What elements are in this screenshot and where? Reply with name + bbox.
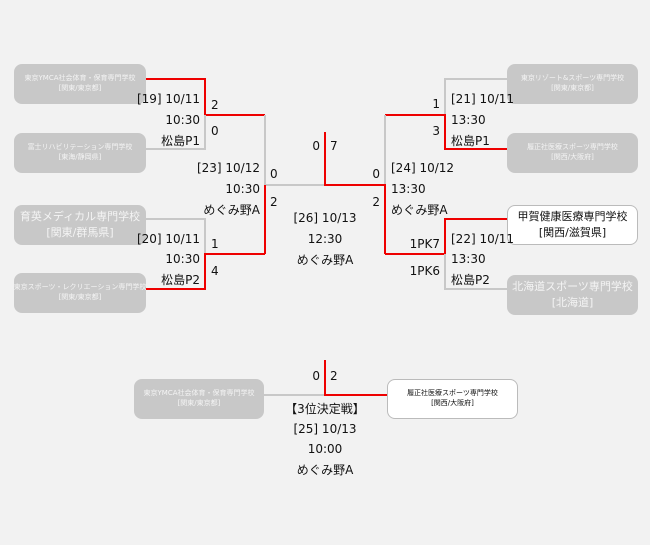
line-m20-winner [146,253,265,290]
m26-score-left: 0 [312,139,320,153]
m23-score-bottom: 2 [270,195,278,209]
team-box-third-risei[interactable]: 履正社医療スポーツ専門学校 [関西/大阪府] [387,379,518,419]
line-m20-loser [146,218,206,254]
line-m21-winner [385,114,507,150]
m22-score-top: 1PK7 [409,237,440,251]
m19-label: [19] 10/11 [136,92,200,106]
team-box-tokyo-resort[interactable]: 東京リゾート&スポーツ専門学校 [関東/東京都] [507,64,638,104]
m20-time: 10:30 [165,252,200,266]
m19-time: 10:30 [165,113,200,127]
team-box-hokkaido-sports[interactable]: 北海道スポーツ専門学校 [北海道] [507,275,638,315]
m22-venue: 松島P2 [451,273,490,287]
team-region: [北海道] [551,295,594,309]
m25-time: 10:00 [307,442,343,456]
m21-label: [21] 10/11 [451,92,515,106]
line-m24-winner [324,132,386,254]
team-region: [関東/東京都] [551,83,594,92]
m23-label: [23] 10/12 [196,161,260,175]
team-box-tokyo-sports-rec[interactable]: 東京スポーツ・レクリエーション専門学校 [関東/東京都] [14,273,146,313]
team-region: [関東/群馬県] [46,225,114,239]
team-name: 履正社医療スポーツ専門学校 [407,389,498,398]
m25-score-left: 0 [312,369,320,383]
m23-time: 10:30 [225,182,260,196]
team-region: [関東/東京都] [58,83,102,92]
m26-label: [26] 10/13 [293,211,357,225]
team-region: [関西/大阪府] [431,398,474,407]
m19-score-bottom: 0 [211,124,219,138]
m24-score-bottom: 2 [372,195,380,209]
line-m25-winner [324,360,387,396]
m24-score-top: 0 [372,167,380,181]
team-box-third-tokyo-ymca[interactable]: 東京YMCA社会体育・保育専門学校 [関東/東京都] [134,379,264,419]
m24-venue: めぐみ野A [391,203,448,217]
m25-score-right: 2 [330,369,338,383]
line-m19-loser [146,115,206,150]
m21-score-bottom: 3 [432,124,440,138]
team-name: 東京リゾート&スポーツ専門学校 [520,74,625,83]
m21-time: 13:30 [451,113,486,127]
team-name: 北海道スポーツ専門学校 [512,279,633,293]
m21-venue: 松島P1 [451,134,490,148]
m26-score-right: 7 [330,139,338,153]
m20-score-bottom: 4 [211,264,219,278]
team-box-ikuei-medical[interactable]: 育英メディカル専門学校 [関東/群馬県] [14,205,146,245]
team-box-koka-kenko[interactable]: 甲賀健康医療専門学校 [関西/滋賀県] [507,205,638,245]
team-region: [東海/静岡県] [58,152,102,161]
team-name: 富士リハビリテーション専門学校 [27,143,133,152]
team-name: 育英メディカル専門学校 [19,209,141,223]
m25-venue: めぐみ野A [296,463,354,477]
m22-score-bottom: 1PK6 [409,264,440,278]
m26-time: 12:30 [307,232,343,246]
team-region: [関東/東京都] [58,292,102,301]
team-name: 甲賀健康医療専門学校 [517,209,628,223]
m22-label: [22] 10/11 [451,232,515,246]
m25-label: [25] 10/13 [293,422,357,436]
m24-time: 13:30 [391,182,426,196]
team-box-tokyo-ymca[interactable]: 東京YMCA社会体育・保育専門学校 [関東/東京都] [14,64,146,104]
m21-score-top: 1 [432,97,440,111]
m20-label: [20] 10/11 [136,232,200,246]
team-region: [関東/東京都] [177,398,221,407]
team-name: 履正社医療スポーツ専門学校 [527,143,618,152]
team-name: 東京YMCA社会体育・保育専門学校 [143,389,255,398]
line-m19-winner [146,78,265,116]
line-m22-loser [444,254,507,290]
m26-venue: めぐみ野A [296,253,354,267]
m25-title: 【3位決定戦】 [285,402,365,416]
m22-time: 13:30 [451,252,486,266]
m24-label: [24] 10/12 [391,161,455,175]
team-box-fuji-rehab[interactable]: 富士リハビリテーション専門学校 [東海/静岡県] [14,133,146,173]
team-box-risei[interactable]: 履正社医療スポーツ専門学校 [関西/大阪府] [507,133,638,173]
team-region: [関西/滋賀県] [538,225,607,239]
m20-venue: 松島P2 [161,273,200,287]
m20-score-top: 1 [211,237,219,251]
line-m21-loser [444,78,507,115]
line-m22-winner [385,218,507,255]
team-name: 東京YMCA社会体育・保育専門学校 [24,74,136,83]
team-name: 東京スポーツ・レクリエーション専門学校 [13,283,147,292]
m19-venue: 松島P1 [161,134,200,148]
m23-venue: めぐみ野A [203,203,260,217]
m23-score-top: 0 [270,167,278,181]
m19-score-top: 2 [211,98,219,112]
team-region: [関西/大阪府] [551,152,594,161]
